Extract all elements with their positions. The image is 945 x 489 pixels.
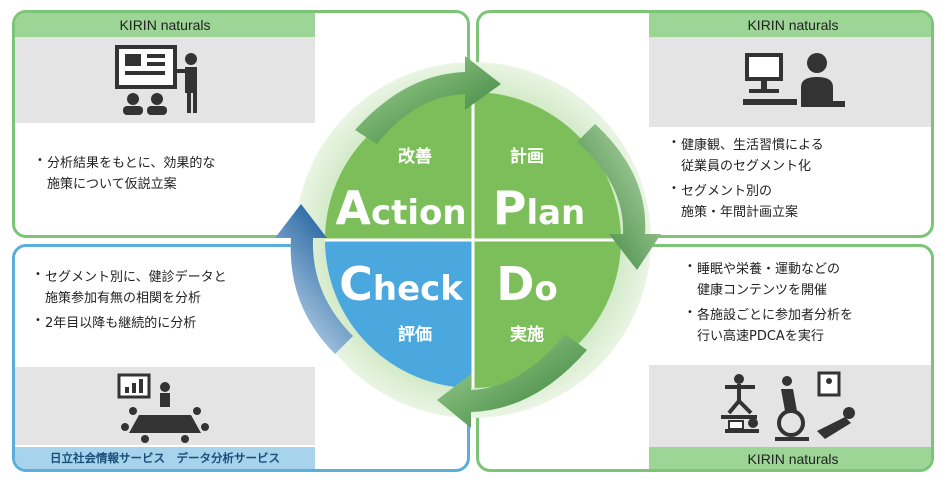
plan-label: Plan xyxy=(493,181,586,235)
bullet-item: •健康観、生活習慣による従業員のセグメント化 xyxy=(671,137,824,174)
arrow-plan-to-do xyxy=(577,124,661,270)
do-jp-label: 実施 xyxy=(510,324,544,345)
bullet-list: •睡眠や栄養・運動などの健康コンテンツを開催 •各施設ごとに参加者分析を行い高速… xyxy=(687,259,854,351)
arrow-check-to-action xyxy=(275,204,353,354)
bullet-item: •睡眠や栄養・運動などの健康コンテンツを開催 xyxy=(687,261,841,298)
bullet-item: •分析結果をもとに、効果的な施策について仮説立案 xyxy=(37,155,216,192)
panel-header: KIRIN naturals xyxy=(15,13,315,37)
bullet-item: •各施設ごとに参加者分析を行い高速PDCAを実行 xyxy=(687,307,854,344)
plan-quadrant xyxy=(473,92,621,240)
arrow-action-to-plan xyxy=(355,56,501,144)
plan-jp-label: 計画 xyxy=(510,146,544,167)
action-quadrant xyxy=(325,92,473,240)
bullet-item: •セグメント別に、健診データと施策参加有無の相関を分析 xyxy=(35,269,227,306)
check-jp-label: 評価 xyxy=(398,324,432,345)
bullet-item: •2年目以降も継続的に分析 xyxy=(35,315,197,331)
check-quadrant xyxy=(325,240,473,388)
pdca-cycle: 改善 Action 計画 Plan Check 評価 Do 実施 xyxy=(275,56,661,428)
arrow-do-to-check xyxy=(437,334,587,428)
bullet-list: •健康観、生活習慣による従業員のセグメント化 •セグメント別の施策・年間計画立案 xyxy=(671,135,824,227)
panel-footer: 日立社会情報サービス データ分析サービス xyxy=(15,447,315,469)
image-area xyxy=(649,37,931,127)
meeting-icon xyxy=(117,373,209,443)
computer-user-icon xyxy=(743,53,845,107)
action-label: Action xyxy=(335,181,466,235)
bullet-list: •分析結果をもとに、効果的な施策について仮説立案 xyxy=(37,153,216,199)
check-label: Check xyxy=(339,257,464,311)
action-jp-label: 改善 xyxy=(398,146,432,167)
exercise-icon xyxy=(721,371,855,441)
presentation-icon xyxy=(115,45,197,115)
bullet-item: •セグメント別の施策・年間計画立案 xyxy=(671,183,799,220)
do-quadrant xyxy=(473,240,621,388)
panel-header: KIRIN naturals xyxy=(649,13,931,37)
bullet-list: •セグメント別に、健診データと施策参加有無の相関を分析 •2年目以降も継続的に分… xyxy=(35,267,227,338)
panel-footer: KIRIN naturals xyxy=(649,447,931,469)
do-label: Do xyxy=(496,257,558,311)
